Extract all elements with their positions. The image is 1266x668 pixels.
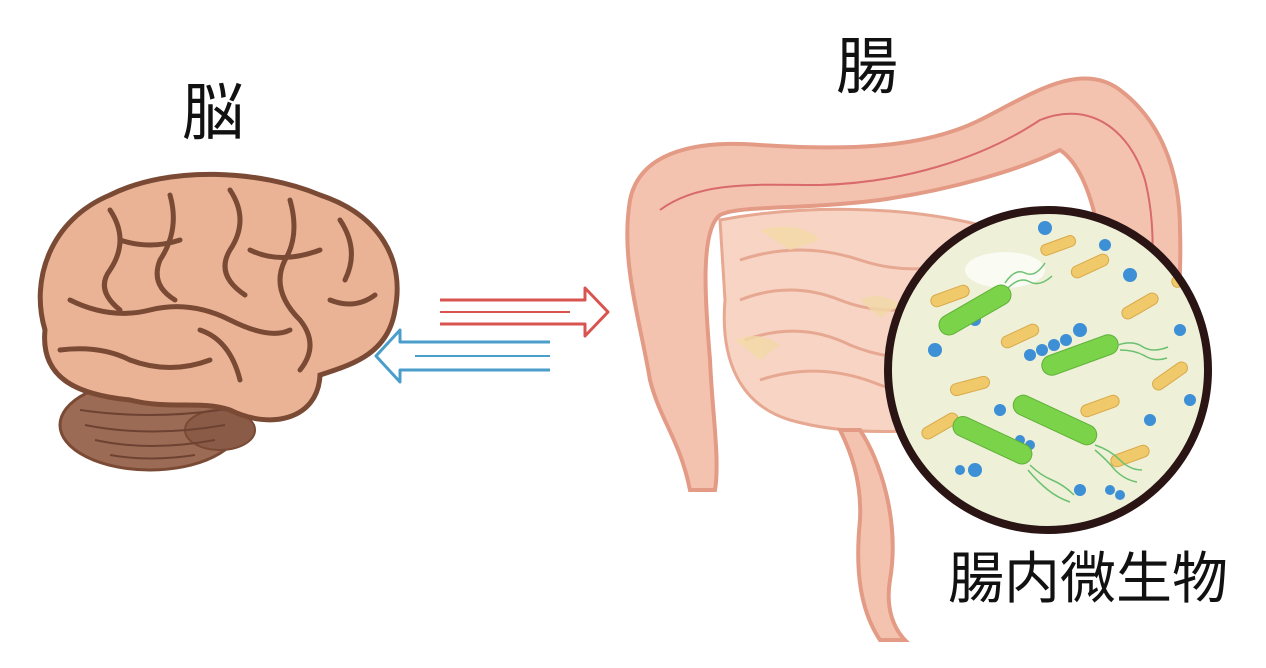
rectum: [836, 428, 910, 642]
microbiota-lens: [884, 206, 1212, 534]
arrow-to-brain: [374, 328, 550, 384]
cerebrum: [37, 171, 400, 423]
gut-label: 腸: [836, 30, 899, 103]
microbiota-label: 腸内微生物: [948, 547, 1228, 612]
colon-vessel: [659, 112, 1154, 361]
arrow-to-gut: [440, 286, 610, 338]
brain-label: 脳: [182, 76, 245, 149]
colon: [625, 76, 1183, 492]
brain-illustration: [37, 171, 400, 472]
